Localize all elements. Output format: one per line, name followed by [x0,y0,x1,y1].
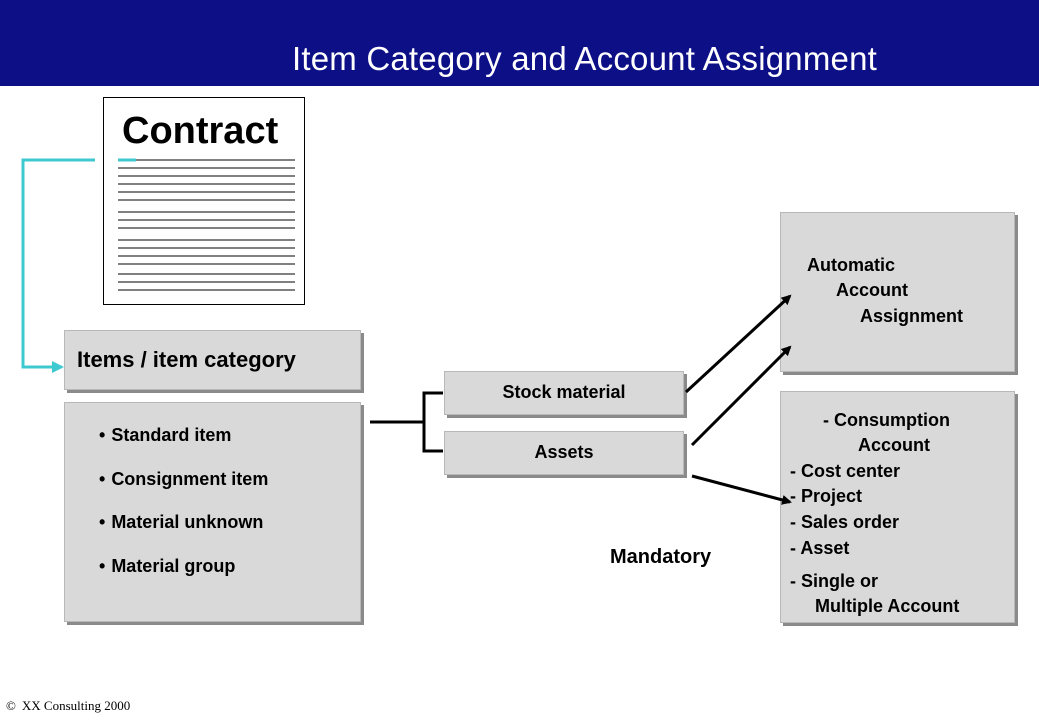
automatic-line-2: Account [836,280,908,300]
consumption-line-6: - Asset [790,538,850,558]
copyright-text: XX Consulting 2000 [21,698,131,713]
consumption-line-1: - Consumption [823,410,950,430]
consumption-line-2: Account [858,435,930,455]
header-banner: Item Category and Account Assignment [0,0,1039,86]
consumption-line-8: Multiple Account [815,596,960,616]
consumption-line-4: - Project [790,486,863,506]
list-item: •Material unknown [99,512,264,532]
mandatory-label: Mandatory [610,546,712,568]
document-lines-icon [118,159,295,291]
consumption-account-box: - Consumption Account - Cost center - Pr… [780,391,1015,623]
assets-to-consumption-arrow [691,474,792,505]
stock-material-box: Stock material [444,371,684,415]
consumption-line-3: - Cost center [790,461,901,481]
list-item: •Consignment item [99,468,269,489]
items-category-title: Items / item category [77,347,296,372]
assets-to-automatic-arrow [690,345,792,447]
contract-document: Contract [103,97,305,305]
assets-box: Assets [444,431,684,475]
stock-to-automatic-arrow [684,294,792,394]
items-to-materials-bracket [370,391,443,453]
contract-title: Contract [122,110,279,152]
items-list: •Standard item •Consignment item •Materi… [99,425,268,599]
automatic-line-3: Assignment [860,306,964,326]
items-list-box: •Standard item •Consignment item •Materi… [64,402,361,622]
list-item: •Standard item [99,425,232,445]
automatic-line-1: Automatic [807,255,896,275]
contract-to-items-arrow [21,158,136,373]
page-title: Item Category and Account Assignment [292,40,878,77]
consumption-line-5: - Sales order [790,512,900,532]
copyright-footer: © XX Consulting 2000 [6,698,130,714]
list-item: •Material group [99,555,236,576]
items-category-title-box: Items / item category [64,330,361,390]
copyright-icon: © [6,698,16,713]
automatic-account-assignment-box: Automatic Account Assignment [780,212,1015,372]
consumption-line-7: - Single or [790,571,879,591]
assets-label: Assets [534,442,594,462]
stock-material-label: Stock material [502,382,626,402]
